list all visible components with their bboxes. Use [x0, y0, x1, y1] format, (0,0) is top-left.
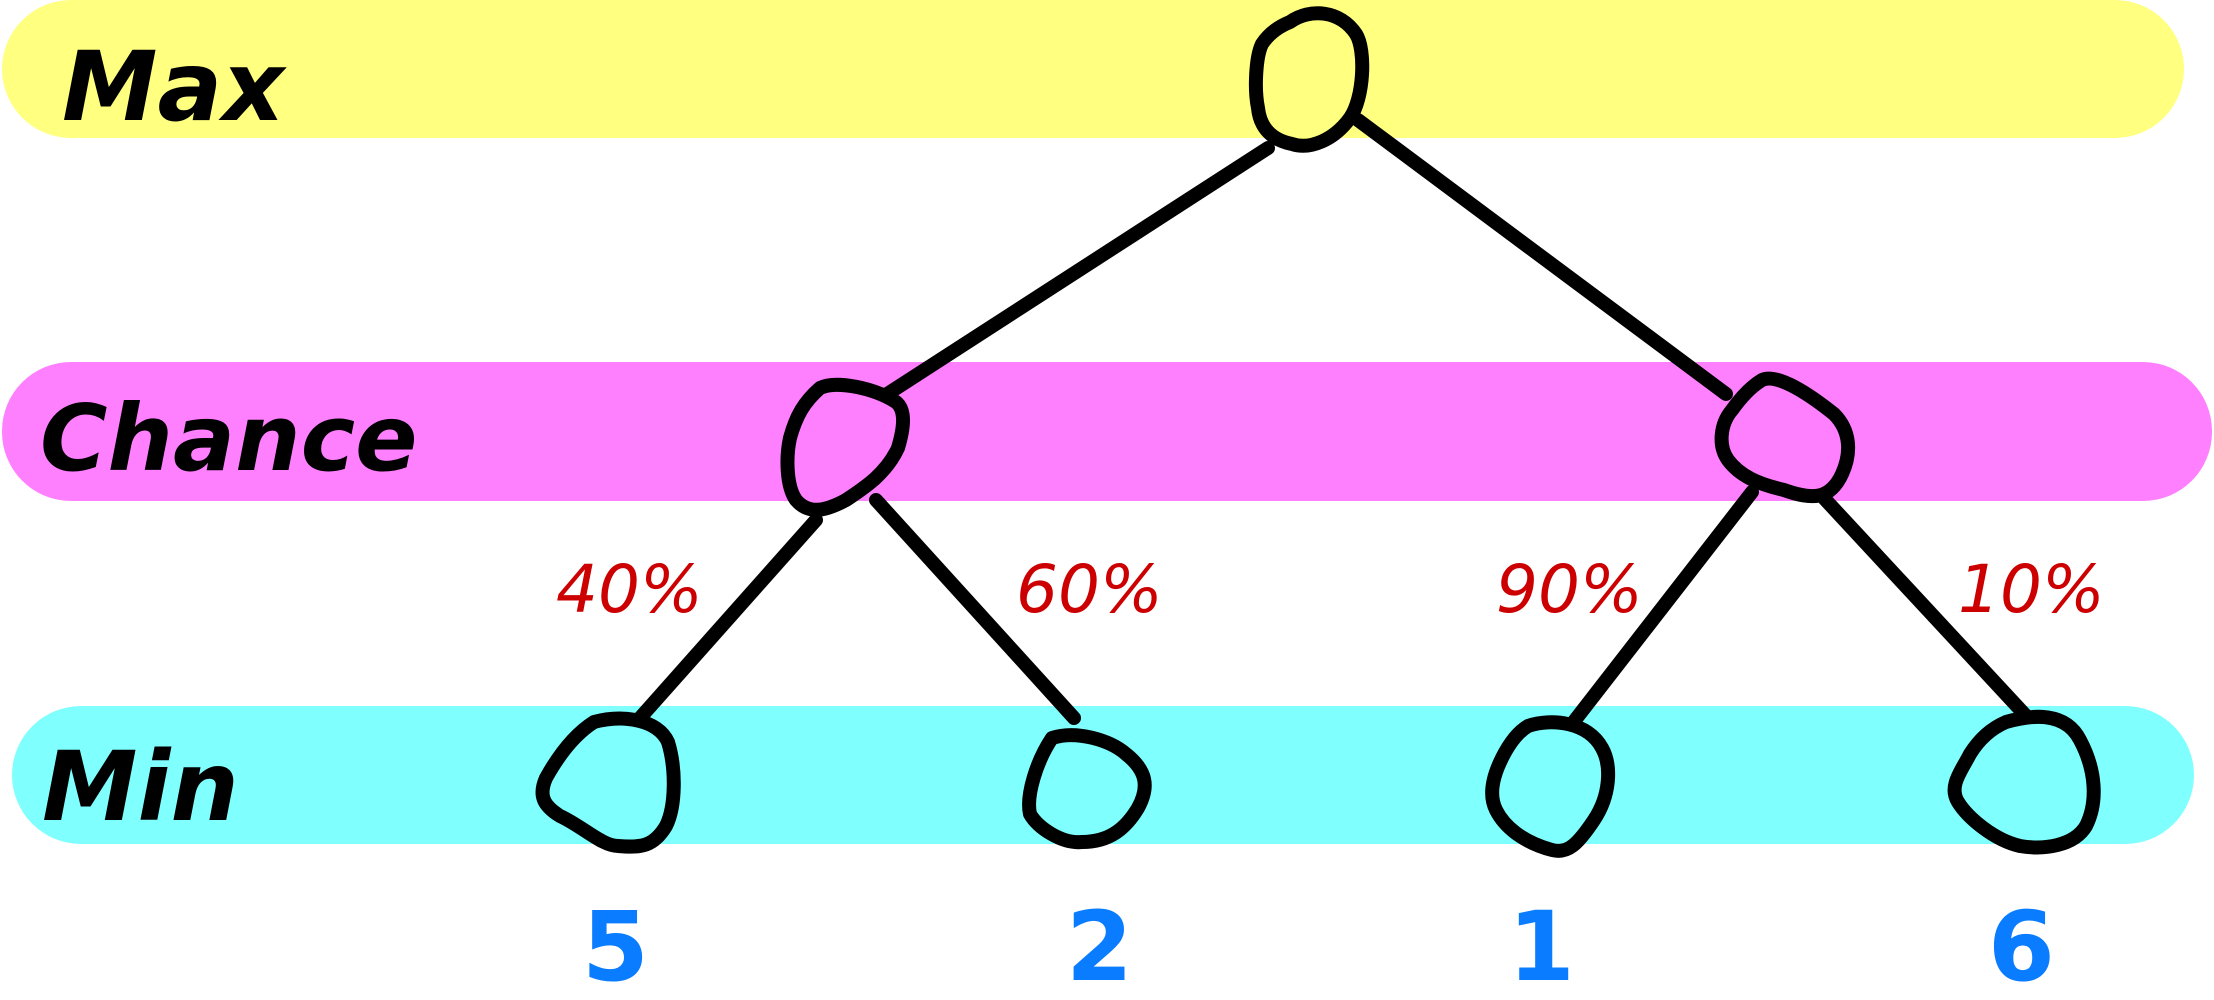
edge-chance-left-to-min-2	[869, 493, 1081, 725]
min-node-2	[1022, 728, 1152, 850]
edge-chance-right-to-min-4	[1815, 489, 2035, 725]
leaf-value-1: 5	[582, 891, 649, 1000]
chance-row-label: Chance	[40, 385, 418, 492]
max-row-label: Max	[62, 31, 287, 143]
max-row-band	[2, 0, 2184, 138]
leaf-value-3: 1	[1508, 891, 1575, 1000]
chance-node-left	[780, 377, 910, 517]
chance-node-right	[1714, 371, 1856, 504]
min-node-4	[1947, 709, 2101, 855]
probability-label-3: 90%	[1496, 551, 1643, 628]
leaf-value-4: 6	[1988, 891, 2055, 1000]
edge-max-to-chance-right	[1351, 113, 1733, 401]
min-row-label: Min	[42, 731, 239, 843]
probability-label-2: 60%	[1016, 551, 1163, 628]
edge-max-to-chance-left	[871, 141, 1275, 407]
edge-chance-left-to-min-1	[633, 513, 823, 725]
min-node-3	[1485, 715, 1616, 858]
max-node	[1248, 6, 1370, 153]
probability-label-4: 10%	[1958, 551, 2105, 628]
chance-row-band	[2, 362, 2212, 501]
min-node-1	[535, 711, 681, 854]
leaf-value-2: 2	[1066, 891, 1133, 1000]
edge-chance-right-to-min-3	[1565, 485, 1759, 731]
probability-label-1: 40%	[556, 551, 703, 628]
